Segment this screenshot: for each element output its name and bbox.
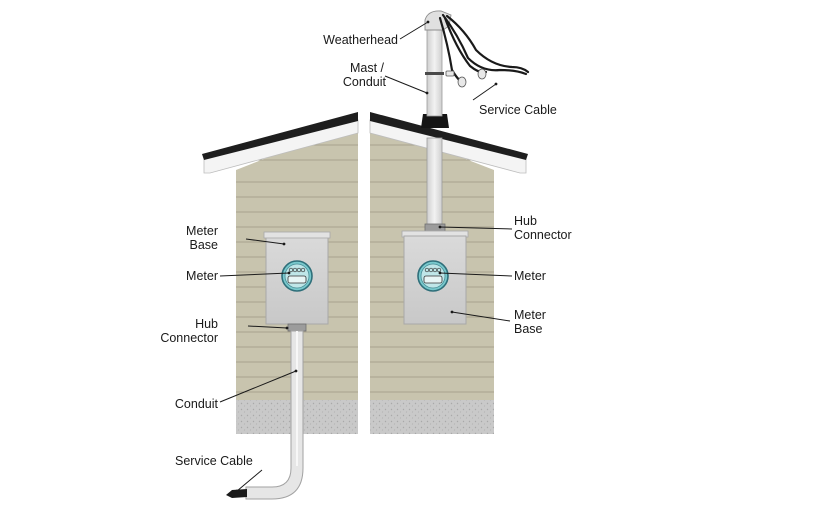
label-right-weatherhead: Weatherhead [323,33,398,47]
right-roof-edge [370,112,528,160]
label-left-meter: Meter [186,269,218,283]
label-right-meter: Meter [514,269,546,283]
label-right-meter-base-line1: Meter [514,308,546,322]
label-right-mast-conduit-line1: Mast / [350,61,385,75]
left-meter [281,260,313,292]
label-left-meter-base-line1: Meter [186,224,218,238]
label-left-hub-connector-line2: Connector [160,331,218,345]
leader-lines [219,21,513,492]
left-house [202,112,359,500]
label-left-service-cable: Service Cable [175,454,253,468]
right-foundation [370,400,494,434]
left-hub-connector [287,323,307,332]
left-meter-base-lid [263,231,331,239]
right-mast-clamp [425,72,444,75]
right-service-cable-clamps [445,68,487,88]
label-right-hub-connector-line2: Connector [514,228,572,242]
label-right-service-cable: Service Cable [479,103,557,117]
left-service-cable [226,489,247,498]
right-labels: Weatherhead Mast / Conduit Service Cable… [323,33,572,336]
label-left-meter-base-line2: Base [190,238,219,252]
right-mast-roof-boot [421,114,449,128]
label-right-meter-base-line2: Base [514,322,543,336]
label-right-hub-connector-line1: Hub [514,214,537,228]
left-roof-edge [202,112,358,160]
label-left-conduit: Conduit [175,397,219,411]
left-labels: Meter Base Meter Hub Connector Conduit S… [160,224,253,468]
right-mast-lower [426,137,443,227]
right-meter [417,260,449,292]
leader-arrowheads [235,20,498,493]
label-right-mast-conduit-line2: Conduit [343,75,387,89]
right-house [369,10,530,434]
label-left-hub-connector-line1: Hub [195,317,218,331]
